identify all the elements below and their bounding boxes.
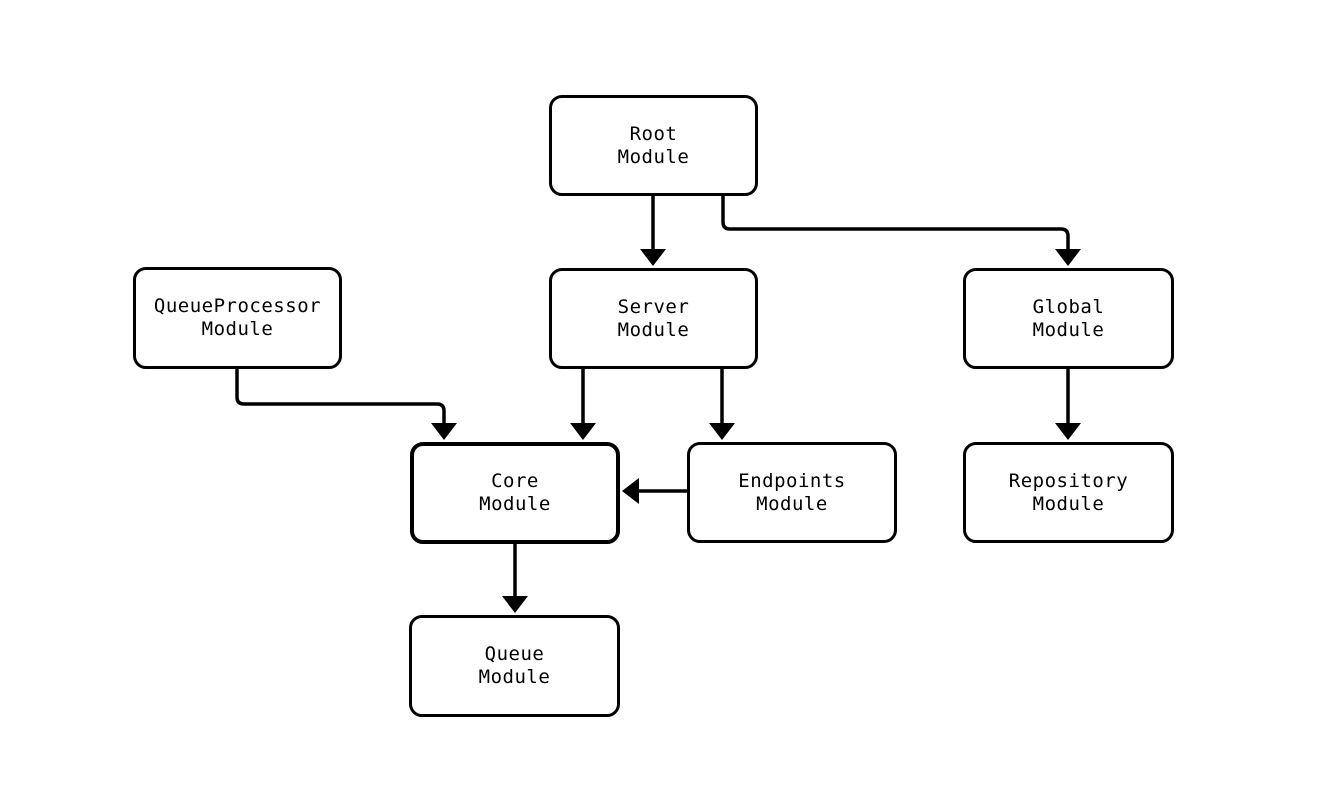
- arrowhead-endpoints-to-core: [622, 478, 639, 504]
- arrowhead-server-to-core: [570, 423, 596, 440]
- arrowhead-root-to-global: [1055, 249, 1081, 266]
- arrowhead-queueprocessor-to-core: [431, 423, 457, 440]
- node-repository-kind: Module: [1032, 492, 1105, 515]
- node-repository-name: Repository: [1008, 469, 1129, 492]
- node-root-name: Root: [629, 122, 678, 145]
- node-queue-name: Queue: [484, 643, 545, 665]
- node-queueprocessor-name: QueueProcessor: [153, 295, 322, 317]
- node-core-name: Core: [491, 470, 539, 492]
- arrowhead-root-to-server: [640, 249, 666, 266]
- arrowhead-core-to-queue: [502, 596, 528, 613]
- node-endpoints-kind: Module: [756, 492, 828, 515]
- arrowhead-server-to-endpoints: [709, 423, 735, 440]
- node-global-name: Global: [1032, 295, 1105, 318]
- node-queueprocessor-kind: Module: [201, 318, 274, 340]
- node-root-kind: Module: [617, 145, 690, 168]
- node-endpoints-name: Endpoints: [738, 469, 846, 492]
- node-server-name: Server: [617, 295, 690, 318]
- node-core-kind: Module: [479, 493, 551, 515]
- node-queue-kind: Module: [478, 666, 551, 688]
- arrowhead-global-to-repository: [1055, 423, 1081, 440]
- node-server-kind: Module: [617, 318, 690, 341]
- edge-root-to-global: [721, 196, 1070, 262]
- node-global-kind: Module: [1032, 318, 1105, 341]
- edge-queueprocessor-to-core: [235, 369, 446, 436]
